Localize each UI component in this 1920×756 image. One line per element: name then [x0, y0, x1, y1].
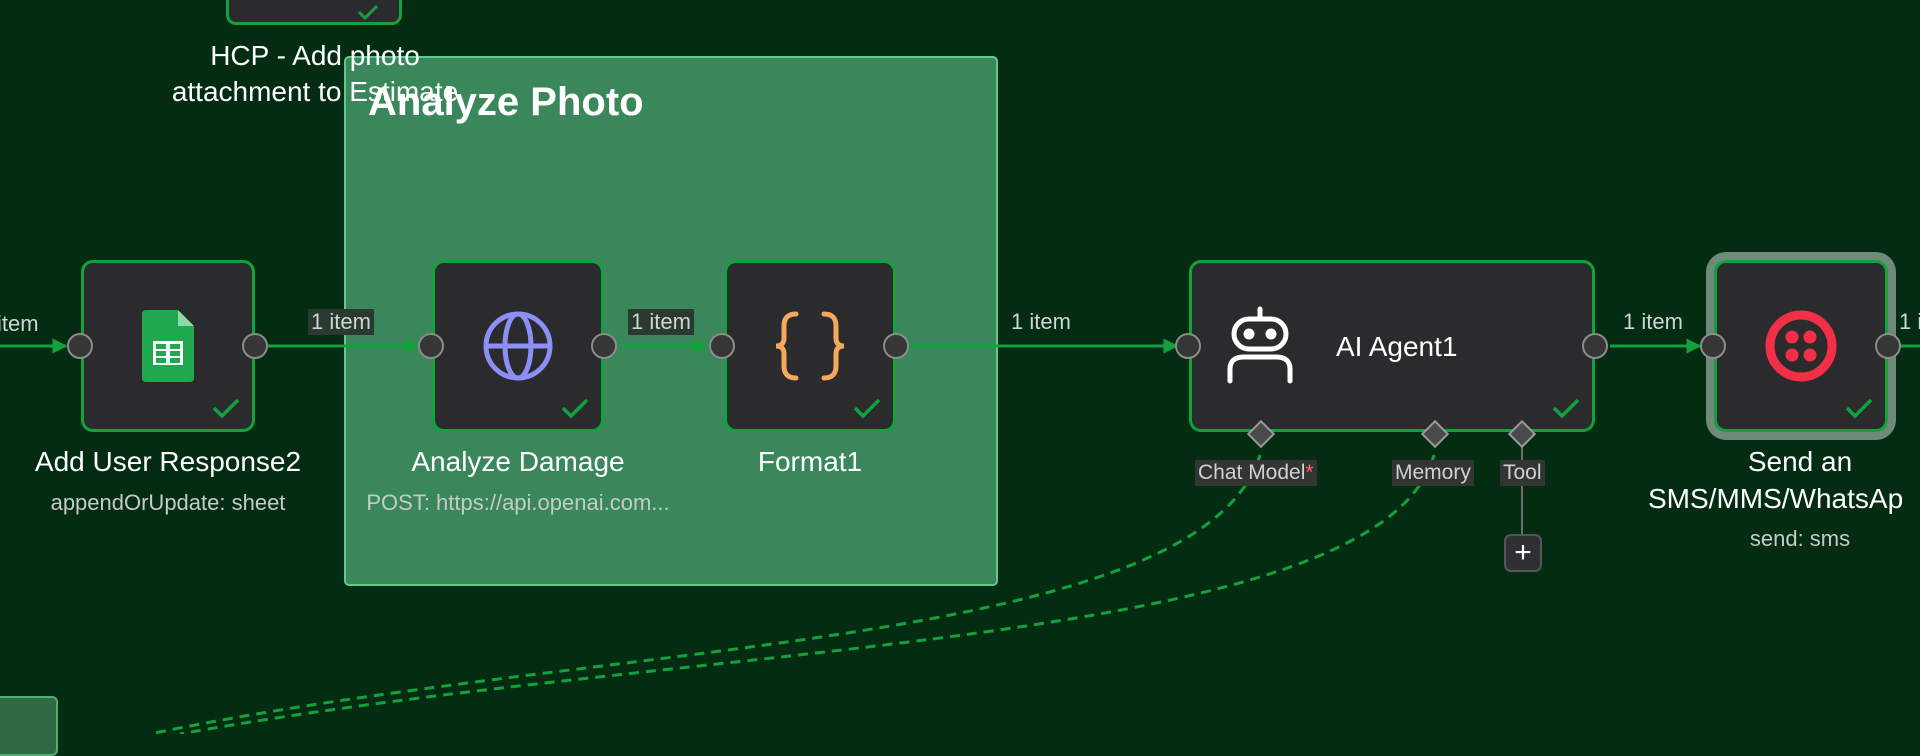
format1-output-handle[interactable] [883, 333, 909, 359]
node-send-sms[interactable] [1714, 260, 1888, 432]
node-format1[interactable] [724, 260, 896, 432]
tool-port-label: Tool [1500, 460, 1545, 486]
chat-model-port-label: Chat Model* [1195, 460, 1317, 486]
send-sms-output-handle[interactable] [1875, 333, 1901, 359]
add-user-response-output-handle[interactable] [242, 333, 268, 359]
node-hcp-add-photo-label: HCP - Add photo attachment to Estimate [171, 40, 459, 107]
edge-label-1: 1 item [308, 309, 374, 335]
ai-agent-input-handle[interactable] [1175, 333, 1201, 359]
node-analyze-damage-title: Analyze Damage [411, 446, 625, 477]
success-check-icon [212, 398, 240, 419]
braces-icon [775, 311, 845, 381]
ai-agent-output-handle[interactable] [1582, 333, 1608, 359]
twilio-icon [1765, 310, 1837, 382]
google-sheets-icon [142, 310, 194, 382]
node-add-user-response[interactable] [81, 260, 255, 432]
edge-label-4: 1 item [1623, 309, 1683, 334]
globe-icon [483, 311, 553, 381]
add-tool-button[interactable]: + [1504, 534, 1542, 572]
add-user-response-input-handle[interactable] [67, 333, 93, 359]
success-check-icon [1552, 398, 1580, 419]
analyze-damage-input-handle[interactable] [418, 333, 444, 359]
edge-label-in: item [0, 311, 39, 336]
analyze-damage-output-handle[interactable] [591, 333, 617, 359]
node-hcp-add-photo[interactable] [226, 0, 402, 25]
edge-label-out: 1 i [1899, 309, 1920, 334]
node-send-sms-subtitle: send: sms [1749, 526, 1851, 551]
node-analyze-damage-subtitle: POST: https://api.openai.com... [366, 490, 670, 515]
robot-icon [1227, 306, 1293, 384]
node-add-user-response-subtitle: appendOrUpdate: sheet [50, 490, 286, 515]
node-add-user-response-title: Add User Response2 [34, 446, 302, 477]
node-send-sms-title: Send an [1747, 446, 1853, 477]
send-sms-input-handle[interactable] [1700, 333, 1726, 359]
sticky-note-title: Analyze Photo [368, 80, 644, 124]
node-send-sms-title-line2: SMS/MMS/WhatsAp [1648, 483, 1904, 514]
sticky-note-partial[interactable] [0, 696, 58, 756]
success-check-icon [561, 398, 589, 419]
format1-input-handle[interactable] [709, 333, 735, 359]
edge-label-3: 1 item [1011, 309, 1071, 334]
node-analyze-damage[interactable] [432, 260, 604, 432]
node-ai-agent-title: AI Agent1 [1336, 331, 1458, 362]
node-format1-title: Format1 [757, 446, 863, 477]
node-ai-agent[interactable]: AI Agent1 [1189, 260, 1595, 432]
success-check-icon [1845, 398, 1873, 419]
memory-port-label: Memory [1392, 460, 1474, 486]
success-check-icon [853, 398, 881, 419]
edge-label-2: 1 item [628, 309, 694, 335]
success-check-icon [357, 4, 379, 20]
